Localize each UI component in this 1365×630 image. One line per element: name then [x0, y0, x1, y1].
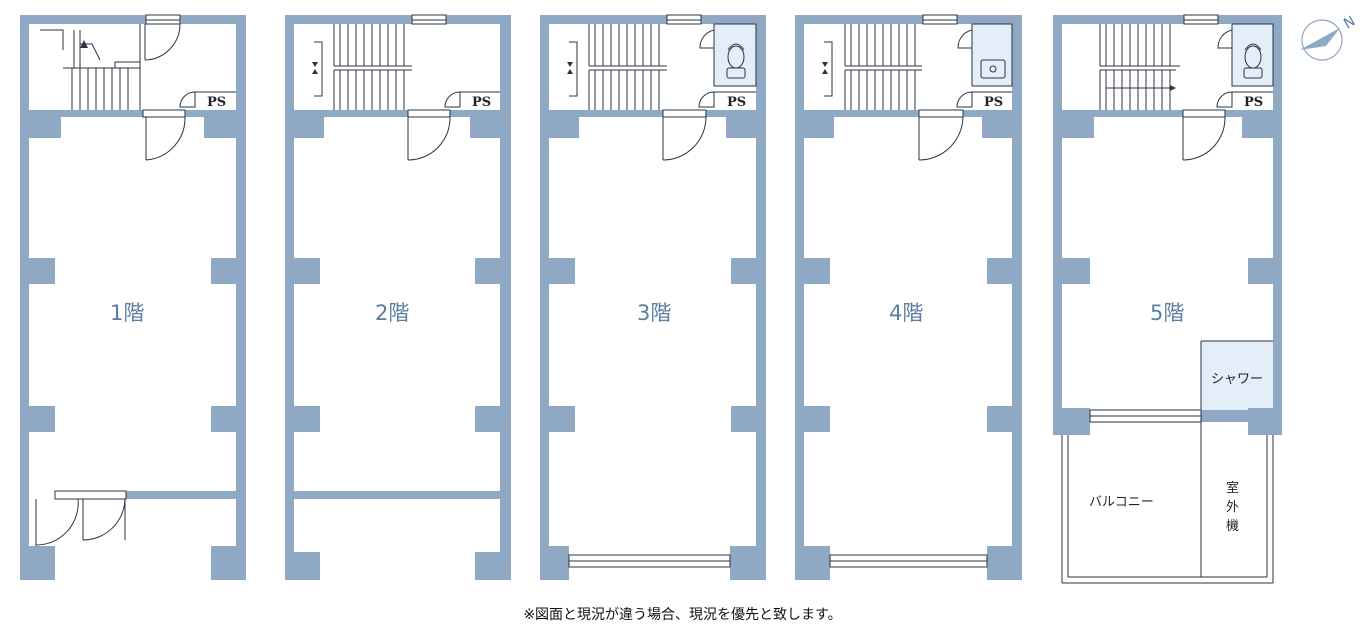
floor-3-ps-label: PS [727, 95, 746, 110]
floor-plan: PS 1階 [20, 13, 1358, 584]
disclaimer-note: ※図面と現況が違う場合、現況を優先と致します。 [523, 607, 842, 623]
outdoor-unit-label-1: 室 [1226, 480, 1239, 496]
north-compass-icon: N [1300, 13, 1358, 61]
floor-4-plan: PS 4階 [795, 14, 1022, 580]
floor-5-ps-label: PS [1244, 95, 1263, 110]
floor-2-plan: PS 2階 [285, 14, 511, 580]
floor-2-ps-label: PS [472, 95, 491, 110]
floor-5-label: 5階 [1150, 301, 1184, 325]
floor-5-plan: PS 5階 シャワー バルコニー 室 外 機 [1053, 14, 1282, 584]
floor-4-ps-label: PS [984, 95, 1003, 110]
floor-2-label: 2階 [375, 301, 409, 325]
floor-1-plan: PS 1階 [20, 14, 246, 580]
floor-4-label: 4階 [889, 301, 923, 325]
floor-1-ps-label: PS [207, 95, 226, 110]
shower-label: シャワー [1211, 372, 1263, 387]
floor-3-label: 3階 [637, 301, 671, 325]
outdoor-unit-label-3: 機 [1226, 519, 1239, 534]
balcony-label: バルコニー [1089, 495, 1154, 510]
outdoor-unit-label-2: 外 [1226, 500, 1239, 515]
shower-room [1201, 341, 1273, 415]
compass-letter: N [1341, 13, 1358, 32]
floor-3-plan: PS 3階 [540, 14, 766, 580]
floor-1-label: 1階 [110, 301, 144, 325]
